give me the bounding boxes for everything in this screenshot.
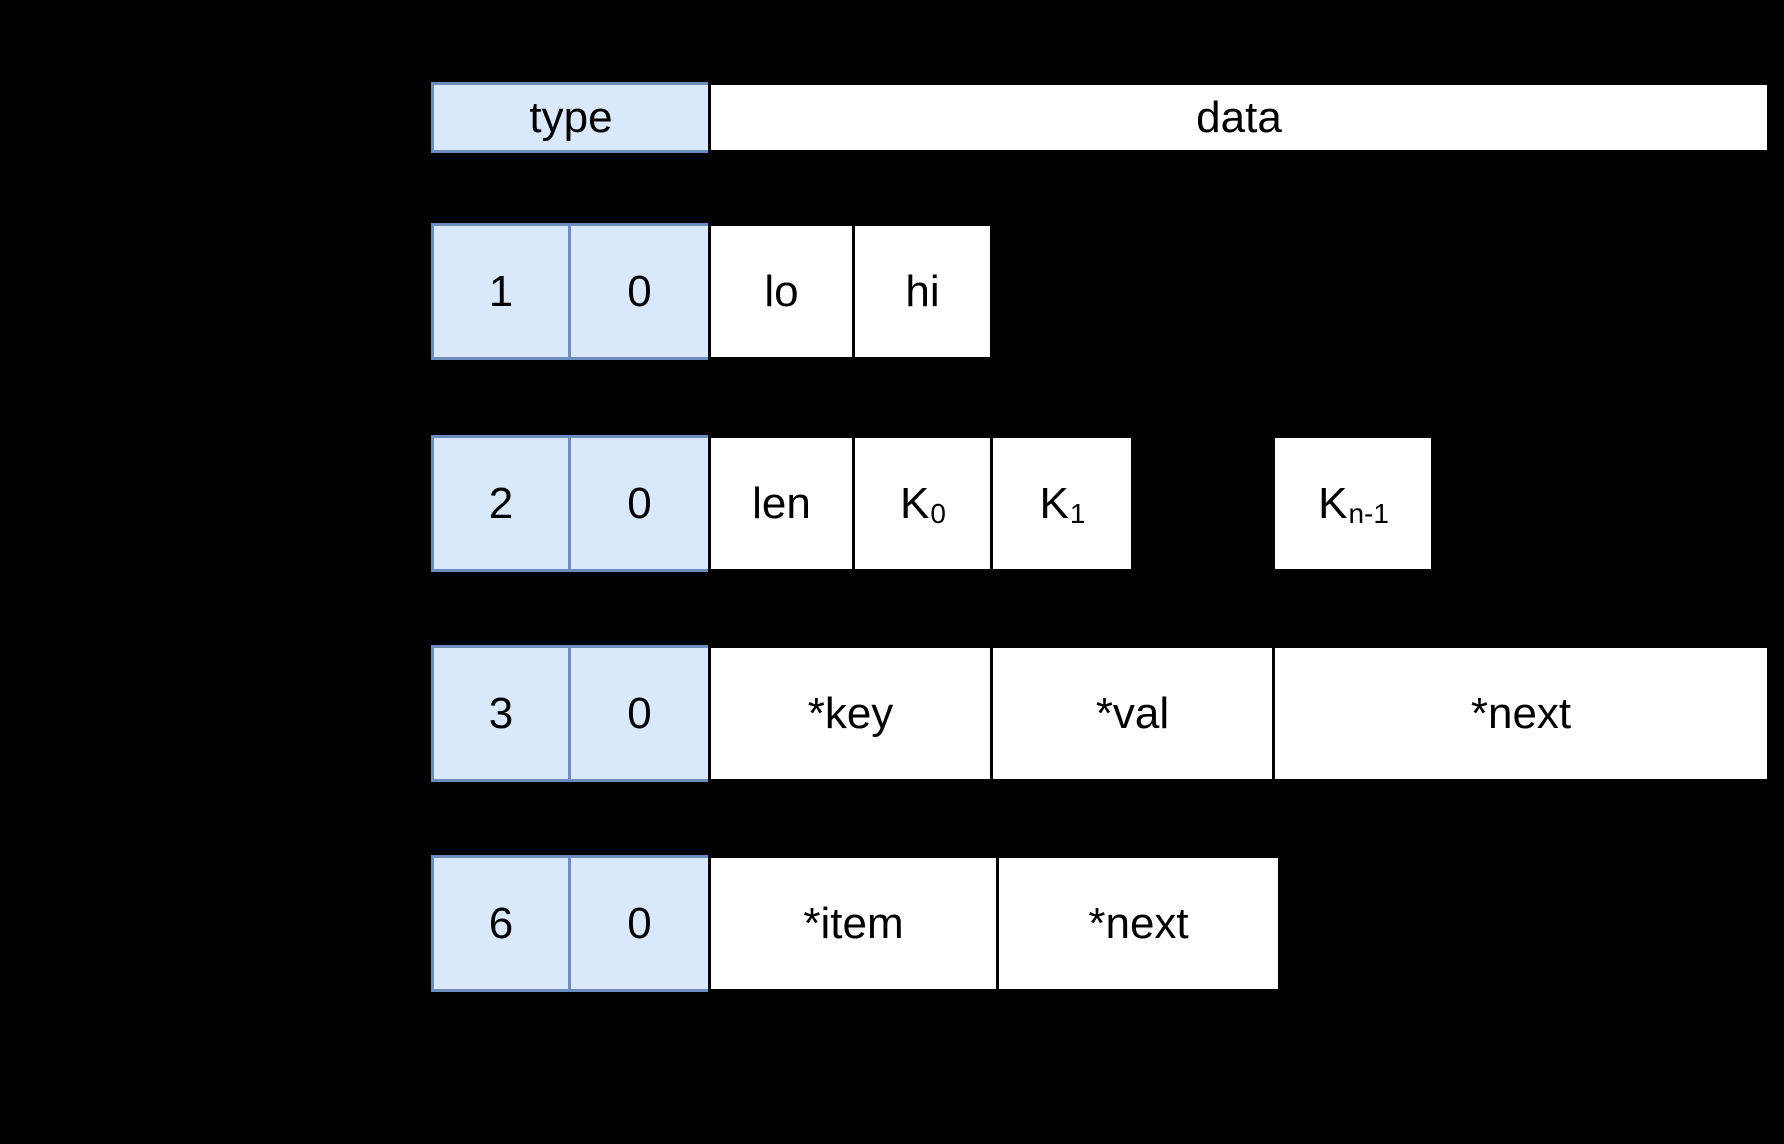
cell-hi: hi xyxy=(852,223,993,360)
cell-label-subscript: n-1 xyxy=(1348,497,1389,529)
cell-label: len xyxy=(752,478,811,528)
cell-tag-flags: 0 xyxy=(568,645,711,782)
cell-label: data xyxy=(1196,92,1282,142)
cell-next-pointer: *next xyxy=(996,855,1281,992)
cell-label: 3 xyxy=(488,688,514,738)
cell-tag-type: 2 xyxy=(431,435,571,572)
cell-tag-flags: 0 xyxy=(568,435,711,572)
cell-lo: lo xyxy=(708,223,855,360)
cell-label: type xyxy=(529,92,613,142)
cell-label: 6 xyxy=(488,898,514,948)
cell-val-pointer: *val xyxy=(990,645,1275,782)
cell-label: K xyxy=(900,478,930,528)
cell-tag-flags: 0 xyxy=(568,223,711,360)
cell-label: 2 xyxy=(488,478,514,528)
row-list-node-layout: 6 0 *item *next xyxy=(431,855,1281,992)
cell-label: *next xyxy=(1470,688,1572,738)
cell-label: 1 xyxy=(488,266,514,316)
cell-label-subscript: 1 xyxy=(1069,497,1086,529)
row-generic-layout: type data xyxy=(431,82,1770,153)
cell-label: hi xyxy=(905,266,940,316)
cell-label: *key xyxy=(807,688,894,738)
cell-elision-gap xyxy=(1134,435,1275,572)
cell-label: *item xyxy=(803,898,904,948)
cell-tag-flags: 0 xyxy=(568,855,711,992)
cell-data-payload: data xyxy=(708,82,1770,153)
cell-tag-type: 3 xyxy=(431,645,571,782)
cell-label: K xyxy=(1318,478,1348,528)
cell-key-pointer: *key xyxy=(708,645,993,782)
cell-label: 0 xyxy=(627,478,652,528)
cell-label: *next xyxy=(1088,898,1189,948)
cell-label: lo xyxy=(764,266,799,316)
cell-label: 0 xyxy=(627,688,652,738)
cell-label: K xyxy=(1039,478,1069,528)
row-range-layout: 1 0 lo hi xyxy=(431,223,993,360)
row-dict-entry-layout: 3 0 *key *val *next xyxy=(431,645,1770,782)
cell-label: 0 xyxy=(627,898,652,948)
cell-item-pointer: *item xyxy=(708,855,999,992)
cell-tag-type: 6 xyxy=(431,855,571,992)
cell-next-pointer: *next xyxy=(1272,645,1770,782)
cell-label-subscript: 0 xyxy=(930,497,946,529)
cell-tag-type: 1 xyxy=(431,223,571,360)
cell-type-tag: type xyxy=(431,82,711,153)
cell-len: len xyxy=(708,435,855,572)
cell-label: 0 xyxy=(627,266,652,316)
cell-label: *val xyxy=(1095,688,1170,738)
